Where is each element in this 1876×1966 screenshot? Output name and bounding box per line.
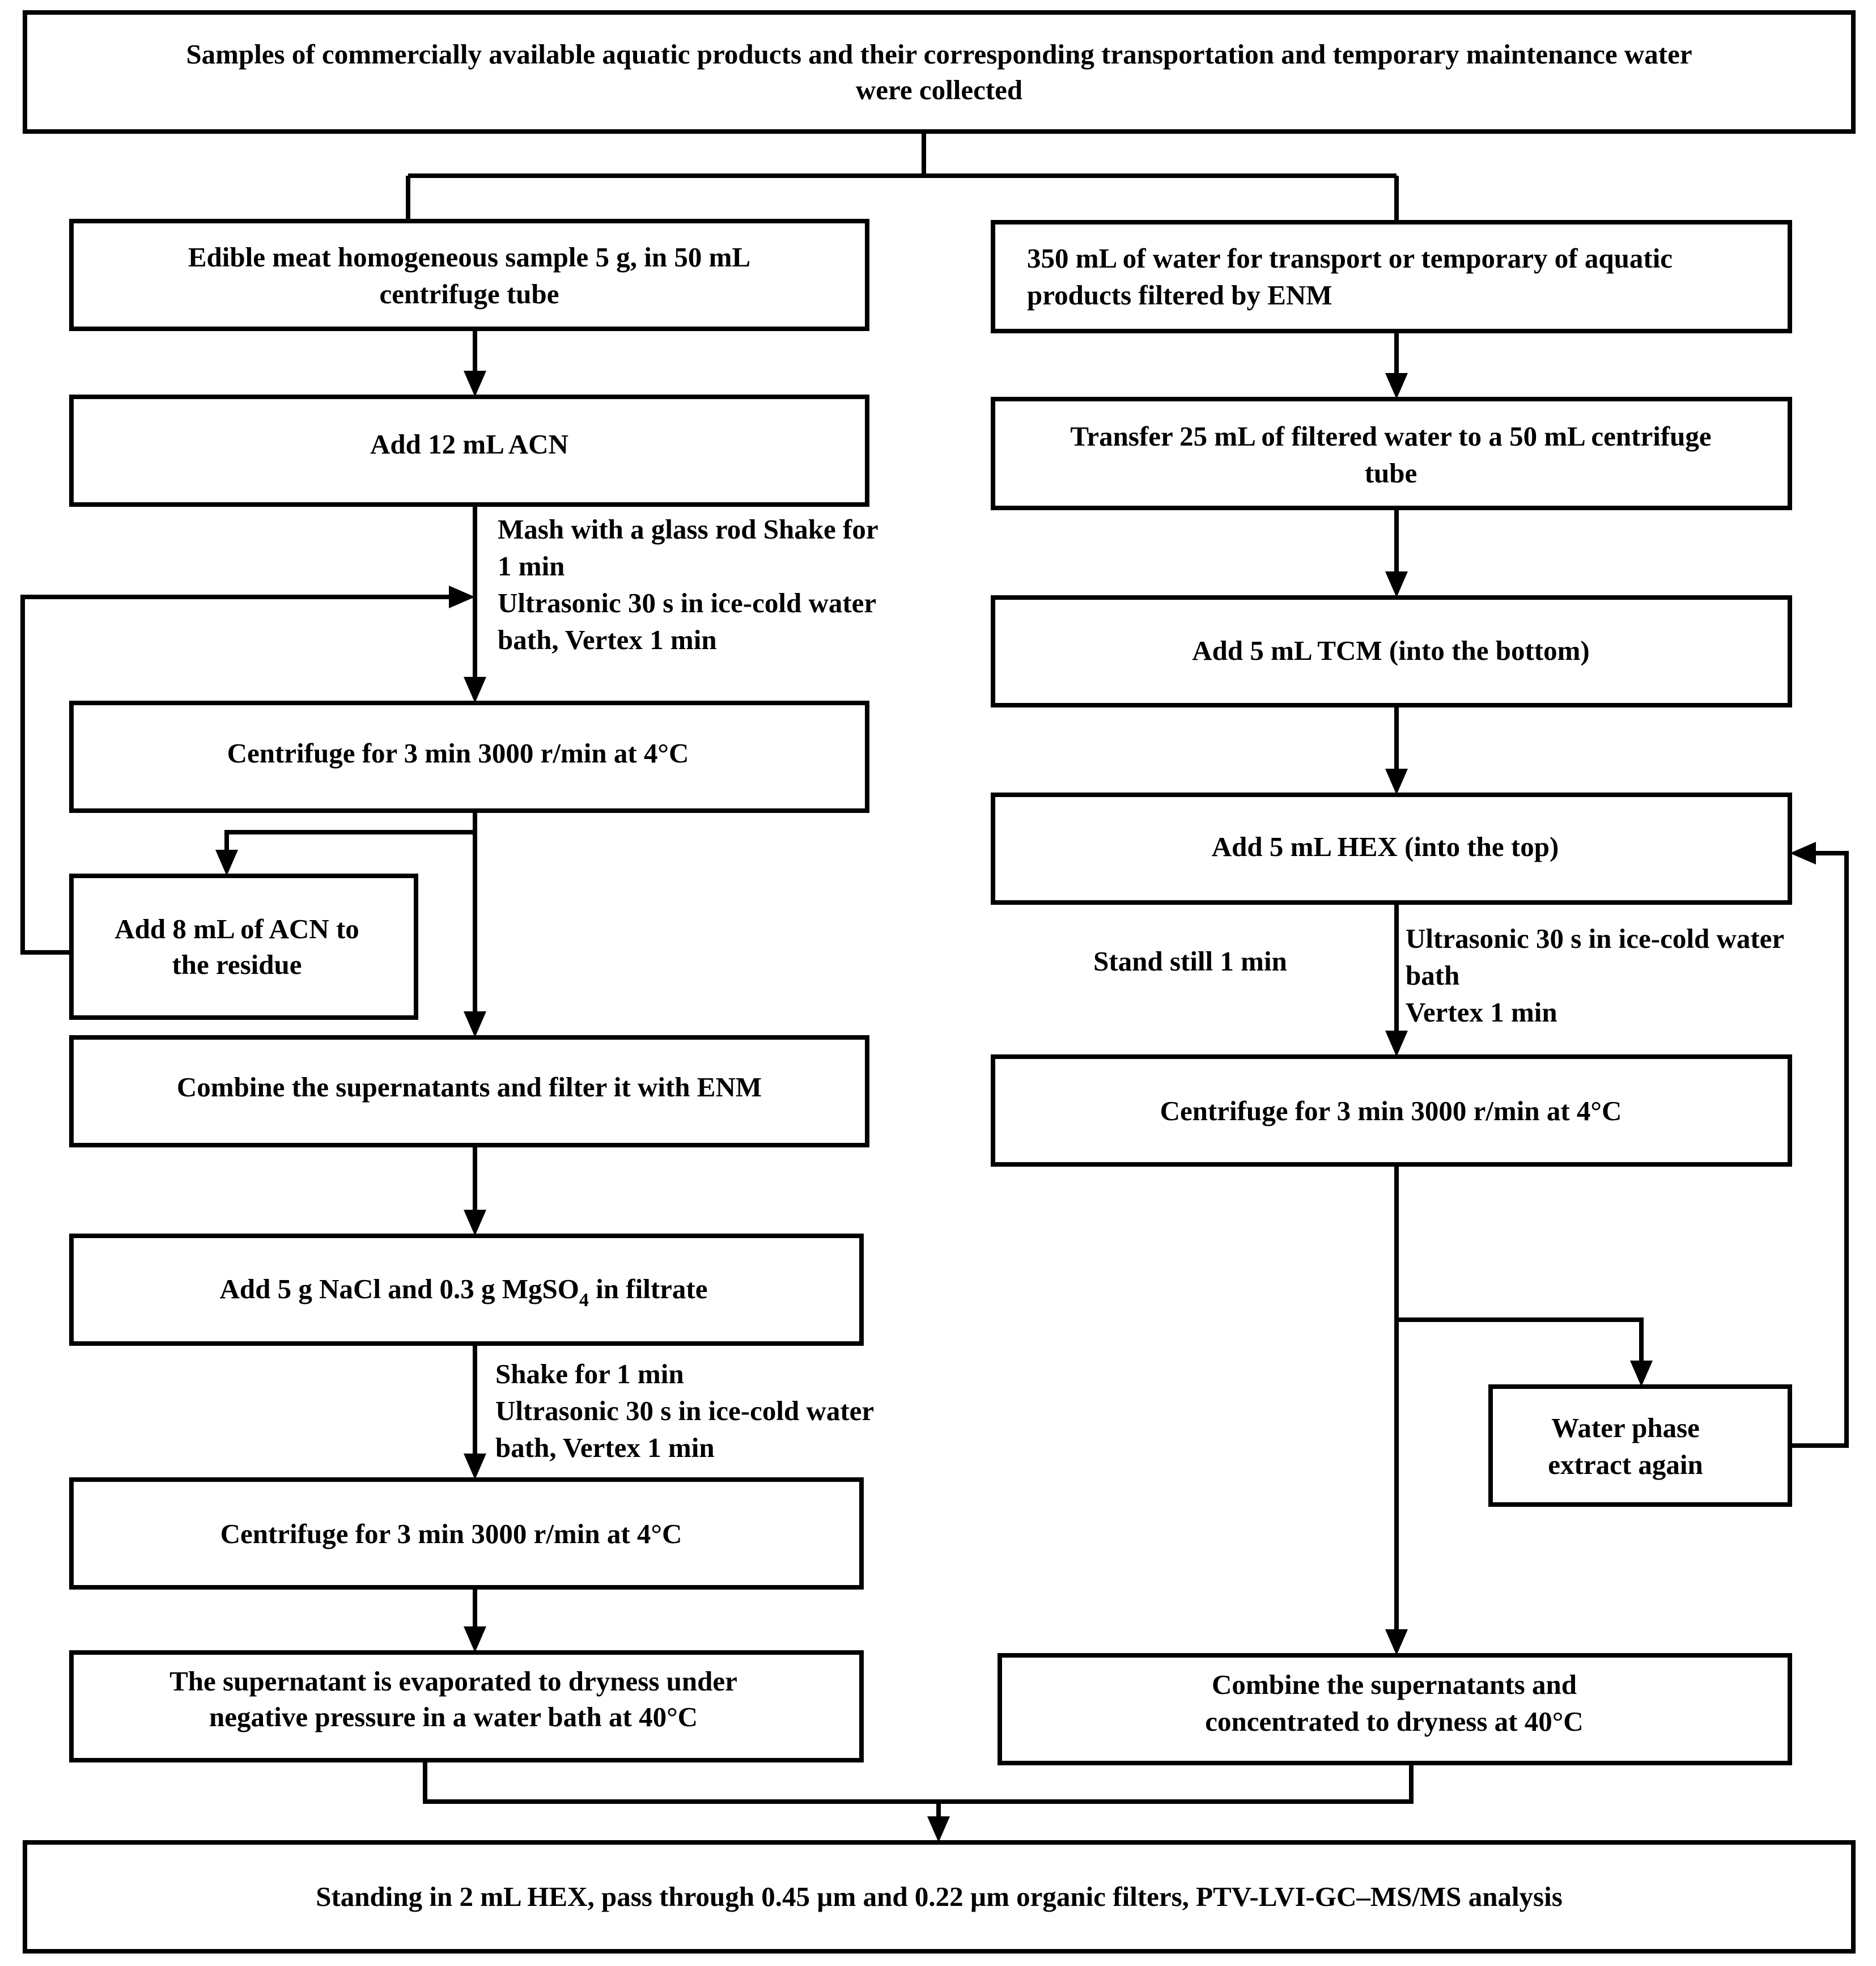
edible-meat-line1: Edible meat homogeneous sample 5 g, in 5… (188, 241, 750, 273)
box-add-12ml-acn (69, 395, 869, 507)
box-add-nacl-mgso4 (69, 1234, 864, 1346)
combine-filter-label: Combine the supernatants and filter it w… (177, 1071, 762, 1103)
note-ultrasonic-line1: Ultrasonic 30 s in ice-cold water (1406, 923, 1784, 954)
evaporate-line2: negative pressure in a water bath at 40°… (209, 1701, 698, 1732)
add-8ml-acn-line2: the residue (172, 949, 302, 980)
water-filtered-line2: products filtered by ENM (1027, 279, 1332, 311)
note-shake-line3: bath, Vertex 1 min (495, 1432, 715, 1463)
add-12ml-acn-label: Add 12 mL ACN (370, 429, 568, 460)
box-water-filtered-enm (991, 220, 1792, 333)
arrowhead-r5 (1385, 1031, 1408, 1057)
box-centrifuge-left-1 (69, 701, 869, 813)
arrowhead-l3 (464, 677, 486, 703)
connector-loop-back (20, 595, 453, 955)
box-centrifuge-left-2 (69, 1477, 864, 1590)
centrifuge-left-2-label: Centrifuge for 3 min 3000 r/min at 4°C (220, 1518, 682, 1549)
note-stand-still: Stand still 1 min (1093, 946, 1287, 977)
arrowhead-residue (215, 850, 238, 876)
arrowhead-final (927, 1816, 950, 1842)
transfer-25ml-line1: Transfer 25 mL of filtered water to a 50… (1070, 421, 1711, 452)
box-final-analysis (23, 1840, 1856, 1954)
final-analysis-label: Standing in 2 mL HEX, pass through 0.45 … (316, 1881, 1563, 1912)
arrowhead-water-phase (1630, 1361, 1653, 1387)
sample-collection-line1: Samples of commercially available aquati… (186, 39, 1692, 70)
box-evaporate-dryness (69, 1650, 864, 1762)
add-nacl-mgso4-label: Add 5 g NaCl and 0.3 g MgSO4 in filtrate (220, 1273, 708, 1311)
arrowhead-l7 (464, 1454, 486, 1480)
arrowhead-r2 (1385, 373, 1408, 399)
centrifuge-right-label: Centrifuge for 3 min 3000 r/min at 4°C (1160, 1095, 1622, 1126)
arrowhead-loop-back (449, 586, 475, 608)
add-5ml-tcm-label: Add 5 mL TCM (into the bottom) (1192, 635, 1589, 666)
note-shake-line2: Ultrasonic 30 s in ice-cold water (495, 1395, 874, 1426)
box-water-phase-extract (1488, 1384, 1792, 1507)
box-add-5ml-hex (991, 793, 1792, 905)
add-8ml-acn-line1: Add 8 mL of ACN to (114, 913, 359, 944)
edible-meat-line2: centrifuge tube (379, 278, 559, 310)
add-5ml-hex-label: Add 5 mL HEX (into the top) (1212, 831, 1559, 862)
connector-branch-water-phase (1397, 1317, 1644, 1365)
arrowhead-l5 (464, 1011, 486, 1037)
note-mash-line2: 1 min (498, 550, 565, 582)
box-combine-filter-enm (69, 1035, 869, 1147)
centrifuge-left-1-label: Centrifuge for 3 min 3000 r/min at 4°C (227, 738, 689, 769)
arrowhead-l8 (464, 1626, 486, 1653)
combine-concentrate-line1: Combine the supernatants and (1212, 1669, 1577, 1700)
evaporate-line1: The supernatant is evaporated to dryness… (169, 1666, 737, 1697)
note-mash-line3: Ultrasonic 30 s in ice-cold water (498, 587, 876, 618)
connector-top-split (406, 132, 1399, 222)
arrowhead-l2 (464, 371, 486, 397)
arrowhead-r7 (1385, 1629, 1408, 1655)
box-add-5ml-tcm (991, 595, 1792, 707)
note-ultrasonic-line3: Vertex 1 min (1406, 997, 1557, 1028)
note-ultrasonic-line2: bath (1406, 960, 1459, 991)
box-sample-collection (23, 10, 1856, 134)
arrowhead-r4 (1385, 769, 1408, 795)
arrowhead-l6 (464, 1210, 486, 1236)
box-add-8ml-acn-residue (69, 874, 418, 1020)
arrowhead-loop-back-right (1790, 842, 1816, 865)
connector-bottom-merge (423, 1760, 1414, 1821)
water-phase-line1: Water phase (1551, 1412, 1700, 1443)
note-mash-line4: bath, Vertex 1 min (498, 624, 717, 655)
connector-loop-back-right (1790, 851, 1849, 1448)
box-edible-meat-sample (69, 219, 869, 331)
transfer-25ml-line2: tube (1365, 457, 1417, 489)
note-mash-line1: Mash with a glass rod Shake for (498, 514, 878, 545)
arrowhead-r3 (1385, 571, 1408, 598)
box-transfer-25ml (991, 397, 1792, 510)
water-phase-line2: extract again (1548, 1449, 1703, 1480)
sample-collection-line2: were collected (856, 74, 1022, 105)
note-shake-line1: Shake for 1 min (495, 1358, 684, 1389)
water-filtered-line1: 350 mL of water for transport or tempora… (1027, 243, 1673, 274)
box-combine-concentrate (998, 1653, 1792, 1765)
box-centrifuge-right (991, 1054, 1792, 1167)
combine-concentrate-line2: concentrated to dryness at 40°C (1205, 1706, 1583, 1737)
connector-branch-residue (224, 811, 477, 854)
